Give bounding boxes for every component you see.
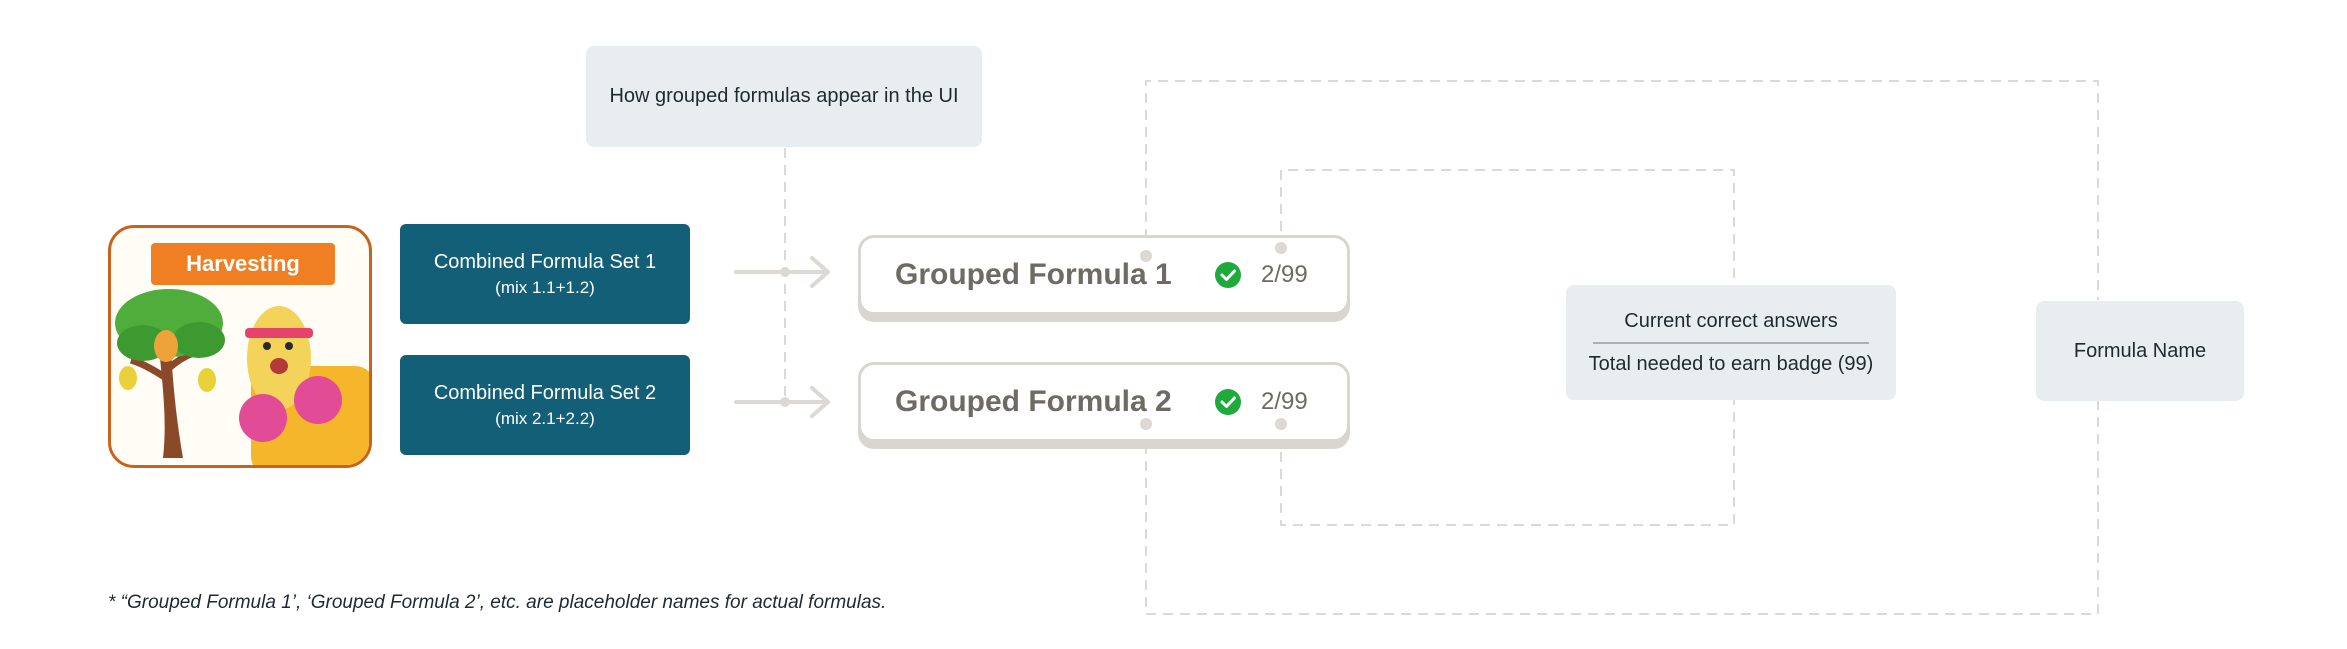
harvest-illustration — [115, 289, 369, 465]
counter-total-label: Total needed to earn badge (99) — [1588, 352, 1874, 375]
grouped-formula-1-progress: 2/99 — [1261, 261, 1308, 288]
ui-note-text: How grouped formulas appear in the UI — [609, 85, 959, 107]
formula-set-1-subtitle: (mix 1.1+1.2) — [495, 278, 595, 297]
mango-tree-icon — [115, 289, 225, 458]
harvest-banner: Harvesting — [151, 243, 335, 285]
formula-name-label: Formula Name — [2073, 339, 2207, 362]
name-bracket-dot-bottom — [1140, 418, 1152, 430]
check-circle-icon — [1215, 389, 1241, 415]
footnote: * “Grouped Formula 1’, ‘Grouped Formula … — [108, 592, 887, 613]
formula-set-1: Combined Formula Set 1 (mix 1.1+1.2) — [400, 224, 690, 324]
counter-bracket-dot-top — [1275, 242, 1287, 254]
formula-set-1-title: Combined Formula Set 1 — [433, 251, 657, 273]
grouped-formula-1-name: Grouped Formula 1 — [895, 258, 1172, 291]
name-bracket-line — [1145, 80, 2099, 615]
grouped-formula-1-pill: Grouped Formula 1 2/99 — [858, 235, 1350, 315]
counter-bracket-line — [1280, 169, 1735, 526]
check-circle-icon — [1215, 262, 1241, 288]
counter-current-label: Current correct answers — [1593, 310, 1869, 344]
formula-set-2-subtitle: (mix 2.1+2.2) — [495, 409, 595, 428]
counter-annotation-box: Current correct answers Total needed to … — [1566, 285, 1896, 400]
formula-name-annotation-box: Formula Name — [2036, 301, 2244, 401]
arrow-set1-dot — [780, 267, 790, 277]
pompom-icon — [239, 376, 342, 442]
name-bracket-dot-top — [1140, 250, 1152, 262]
grouped-formula-2-pill: Grouped Formula 2 2/99 — [858, 362, 1350, 442]
grouped-formula-2-name: Grouped Formula 2 — [895, 385, 1172, 418]
formula-set-2-title: Combined Formula Set 2 — [433, 382, 657, 404]
ui-note-box: How grouped formulas appear in the UI — [586, 46, 982, 147]
counter-bracket-dot-bottom — [1275, 418, 1287, 430]
grouped-formula-2-progress: 2/99 — [1261, 388, 1308, 415]
arrow-set2-dot — [780, 397, 790, 407]
formula-set-2: Combined Formula Set 2 (mix 2.1+2.2) — [400, 355, 690, 455]
harvesting-card: Harvesting — [108, 225, 372, 468]
